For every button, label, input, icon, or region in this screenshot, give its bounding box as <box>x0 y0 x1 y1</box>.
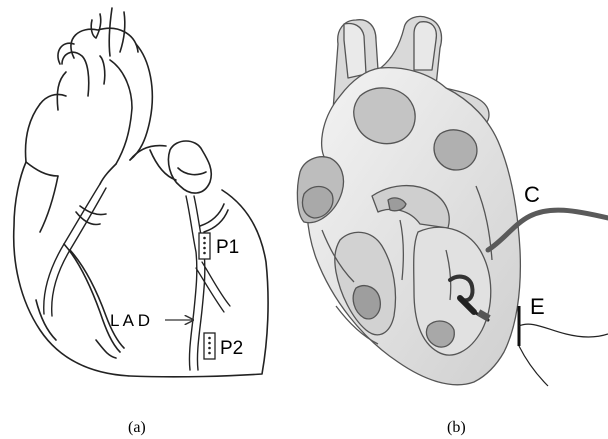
wire-e-right <box>519 324 608 337</box>
lad-vessel <box>186 196 197 370</box>
label-lad: L A D <box>110 311 150 330</box>
electrode-p1 <box>199 233 210 259</box>
label-e: E <box>530 294 545 319</box>
aorta-outline <box>91 14 101 38</box>
caption-a: (a) <box>128 419 146 436</box>
caption-b: (b) <box>447 419 466 436</box>
label-c: C <box>524 182 540 207</box>
wire-e-down <box>519 346 548 386</box>
label-p1: P1 <box>216 237 239 258</box>
panel-b-heart <box>297 16 520 384</box>
electrode-p2 <box>204 333 215 359</box>
label-p2: P2 <box>220 338 243 359</box>
atrial-appendage <box>168 141 211 193</box>
